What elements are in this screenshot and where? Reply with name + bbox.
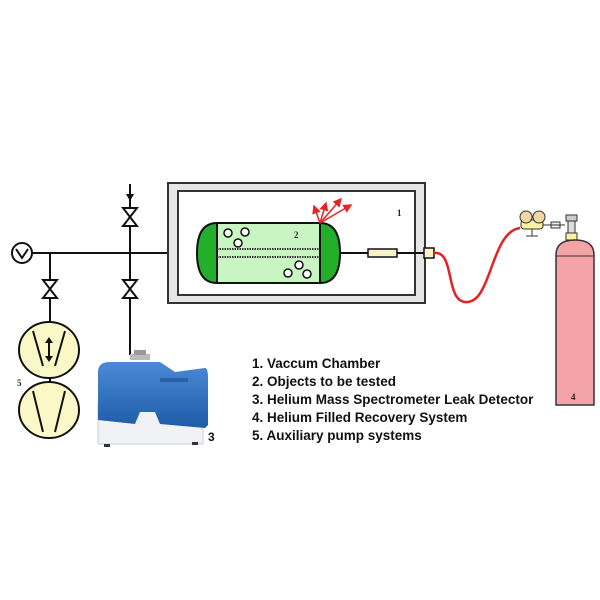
label-cylinder: 4 (571, 392, 576, 402)
legend-item: 2. Objects to be tested (252, 374, 397, 389)
vacuum-gauge-icon (11, 242, 33, 264)
label-objects: 2 (294, 230, 299, 240)
test-object-tank (195, 221, 342, 285)
legend-item: 4. Helium Filled Recovery System (252, 410, 468, 425)
legend-item: 5. Auxiliary pump systems (252, 428, 422, 443)
legend-item: 1. Vaccum Chamber (252, 356, 381, 371)
label-pumps: 5 (17, 378, 22, 388)
helium-hose (433, 226, 521, 304)
helium-cylinder (555, 239, 595, 406)
label-chamber: 1 (397, 208, 402, 218)
rough-pump-icon (18, 381, 80, 439)
booster-pump-icon (18, 321, 80, 379)
filter-fitting (367, 248, 398, 258)
leak-arrows-icon (312, 197, 353, 224)
legend: 1. Vaccum Chamber 2. Objects to be teste… (252, 355, 533, 445)
label-detector: 3 (208, 430, 215, 444)
valve-icon (40, 279, 60, 299)
regulator-icon (519, 210, 578, 241)
legend-item: 3. Helium Mass Spectrometer Leak Detecto… (252, 392, 534, 407)
valve-icon (120, 279, 140, 299)
leak-detector-device (97, 350, 208, 447)
chamber-port (423, 247, 435, 259)
inlet-arrow-icon (126, 184, 134, 201)
valve-icon (120, 207, 140, 227)
